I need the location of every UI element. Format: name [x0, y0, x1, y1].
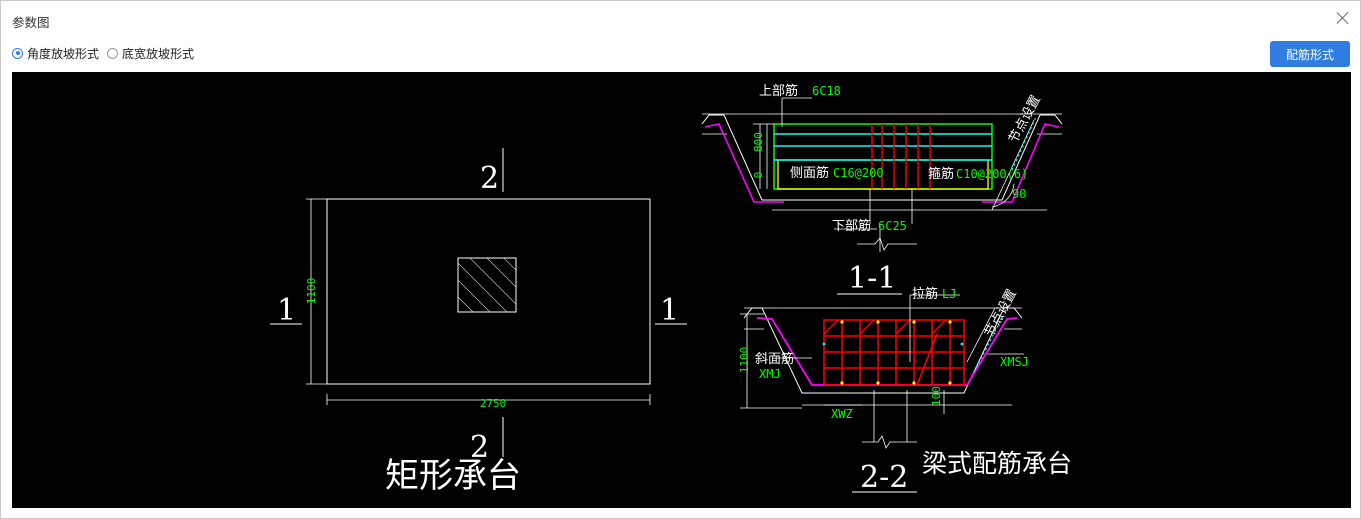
s11-side-bar-label: 侧面筋: [790, 165, 829, 181]
plan-view: 1100 2750 2 2 1 1 矩形承台: [270, 148, 687, 496]
s22-dim-small: 100: [930, 386, 943, 406]
s22-slope-bar-value: XMJ: [759, 367, 781, 381]
title-bar: 参数图: [1, 1, 1360, 35]
column-hatch: [457, 257, 517, 313]
dialog-title: 参数图: [12, 15, 50, 30]
plan-caption: 矩形承台: [385, 456, 521, 496]
rebar-form-button[interactable]: 配筋形式: [1270, 41, 1350, 67]
s22-dim-height: 1100: [738, 347, 751, 374]
section-mark-bottom: 2: [470, 430, 489, 465]
s11-side-bar-value: C16@200: [833, 166, 884, 180]
radio-width-slope[interactable]: 底宽放坡形式: [107, 45, 194, 62]
s22-caption: 梁式配筋承台: [922, 449, 1072, 478]
section-mark-right: 1: [660, 293, 679, 328]
s11-bottom-bar-label: 下部筋: [832, 218, 871, 234]
cap-outline: [326, 198, 651, 385]
s11-top-bar-value: 6C18: [812, 84, 841, 98]
parameter-drawing-canvas: 1100 2750 2 2 1 1 矩形承台: [12, 72, 1351, 508]
close-icon[interactable]: [1336, 11, 1350, 25]
s22-slope-stirrup-value: XMSJ: [1000, 355, 1029, 369]
s22-tie-value: LJ: [942, 287, 956, 301]
s22-node-setting: 节点设置: [982, 287, 1020, 340]
section-mark-top: 2: [480, 161, 499, 196]
radio-width-slope-label: 底宽放坡形式: [122, 46, 195, 61]
s22-slope-bar-label: 斜面筋: [755, 351, 794, 367]
section-1-1: 上部筋 6C18 侧面筋 C16@200 箍筋 C10@200(6) 下部筋 6…: [701, 83, 1063, 296]
s22-title: 2-2: [860, 460, 908, 495]
s11-title: 1-1: [848, 261, 896, 296]
radio-angle-slope-label: 角度放坡形式: [27, 46, 100, 61]
plan-dim-width: 2750: [480, 397, 507, 410]
s11-dim-height: 800: [752, 132, 765, 152]
slope-options: 角度放坡形式 底宽放坡形式: [12, 44, 202, 62]
radio-selected-icon: [12, 47, 23, 59]
s22-tie-label: 拉筋: [912, 286, 938, 302]
radio-angle-slope[interactable]: 角度放坡形式: [12, 45, 99, 62]
s11-stirrup-label: 箍筋: [928, 166, 954, 182]
section-2-2: 拉筋 LJ 斜面筋 XMJ XMSJ XWZ 1100 100 节点设置 2-2…: [738, 286, 1072, 495]
plan-dim-height: 1100: [305, 278, 318, 305]
s11-angle: 90: [1012, 187, 1026, 201]
s11-stirrup-value: C10@200(6): [956, 167, 1028, 181]
s11-top-bar-label: 上部筋: [759, 83, 798, 99]
s11-bottom-bar-value: 6C25: [878, 219, 907, 233]
s22-bottom-value: XWZ: [831, 407, 853, 421]
s11-dim-small: 0: [752, 172, 765, 179]
radio-unselected-icon: [107, 47, 119, 59]
section-mark-left: 1: [277, 293, 296, 328]
